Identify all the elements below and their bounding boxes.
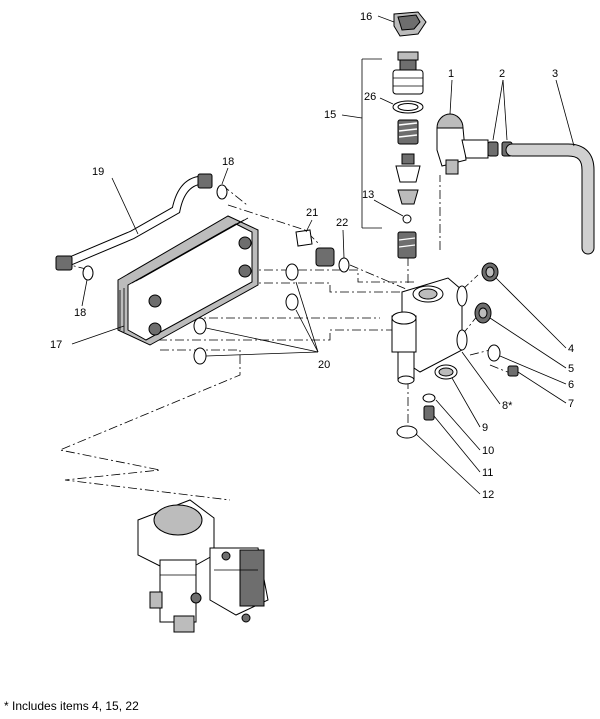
part-20-o-rings bbox=[193, 263, 299, 365]
callout-leader-lines bbox=[71, 15, 575, 495]
cartridge-spring bbox=[397, 119, 419, 145]
callout-21: 21 bbox=[306, 207, 318, 219]
callout-18-top: 18 bbox=[222, 156, 234, 168]
callout-7: 7 bbox=[568, 398, 574, 410]
part-12-o-ring bbox=[396, 425, 418, 439]
callout-18-left: 18 bbox=[74, 307, 86, 319]
part-6-o-ring bbox=[487, 344, 501, 362]
callout-11: 11 bbox=[482, 467, 493, 479]
callout-labels: 1 2 3 4 5 6 7 8* 9 10 11 13 12 15 16 17 … bbox=[50, 11, 574, 501]
callout-13: 13 bbox=[362, 189, 374, 201]
part-9-ring bbox=[434, 364, 458, 380]
callout-3: 3 bbox=[552, 68, 558, 80]
callout-9: 9 bbox=[482, 422, 488, 434]
callout-26: 26 bbox=[364, 91, 376, 103]
part-18-o-ring-left bbox=[82, 265, 94, 281]
part-16-cap-knob bbox=[393, 11, 427, 37]
footnote: * Includes items 4, 15, 22 bbox=[4, 699, 139, 713]
gas-valve-assembly bbox=[137, 499, 269, 633]
part-3-drain-hose bbox=[505, 143, 595, 255]
callout-4: 4 bbox=[568, 343, 574, 355]
part-1-valve-actuator bbox=[436, 113, 489, 175]
callout-5: 5 bbox=[568, 363, 574, 375]
callout-17: 17 bbox=[50, 339, 62, 351]
callout-16: 16 bbox=[360, 11, 372, 23]
part-7-screw bbox=[507, 365, 519, 377]
callout-22: 22 bbox=[336, 217, 348, 229]
part-17-heat-exchanger bbox=[117, 215, 259, 346]
part-19-pipe bbox=[55, 173, 228, 281]
callout-19: 19 bbox=[92, 166, 104, 178]
part-21-clip bbox=[295, 229, 313, 247]
part-8-manifold-body bbox=[391, 277, 468, 385]
callout-8: 8* bbox=[502, 400, 513, 412]
part-4-plug bbox=[481, 262, 499, 282]
callout-20: 20 bbox=[318, 359, 330, 371]
callout-10: 10 bbox=[482, 445, 494, 457]
callout-12: 12 bbox=[482, 489, 494, 501]
part-15-cartridge-stack bbox=[361, 51, 424, 259]
callout-1: 1 bbox=[448, 68, 454, 80]
callout-15: 15 bbox=[324, 109, 336, 121]
part-22-fitting bbox=[315, 247, 350, 273]
part-13-ring bbox=[402, 214, 412, 224]
part-10-washer bbox=[422, 393, 436, 403]
part-11-screw bbox=[423, 405, 435, 421]
callout-6: 6 bbox=[568, 379, 574, 391]
callout-2: 2 bbox=[499, 68, 505, 80]
part-18-o-ring-top bbox=[216, 184, 228, 200]
part-5-fitting bbox=[474, 302, 492, 324]
